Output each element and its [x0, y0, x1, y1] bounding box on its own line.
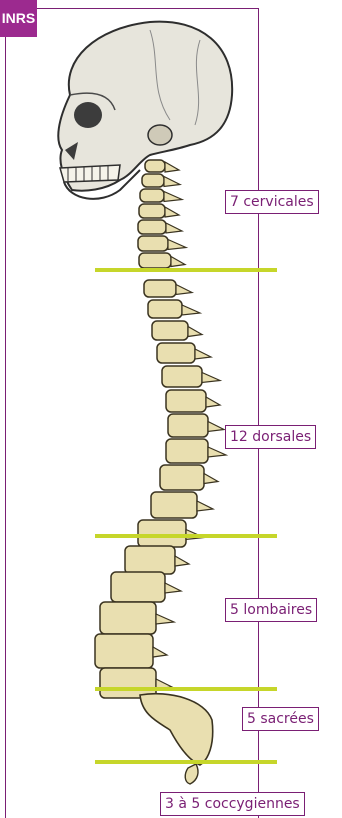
vertebra — [142, 174, 164, 187]
vertebra-process — [171, 257, 185, 267]
vertebra-process — [202, 373, 220, 383]
vertebra-process — [164, 177, 180, 187]
vertebra — [95, 634, 153, 668]
label-cervicales: 7 cervicales — [225, 190, 319, 214]
vertebra-process — [168, 240, 186, 250]
vertebra — [144, 280, 176, 297]
vertebra — [166, 390, 206, 412]
vertebra-process — [204, 474, 218, 484]
vertebra — [160, 465, 204, 490]
divider-cervical-dorsal — [95, 268, 277, 272]
divider-sacral-coccyx — [95, 760, 277, 764]
coccyx — [185, 764, 198, 784]
label-coccygiennes: 3 à 5 coccygiennes — [160, 792, 305, 816]
vertebra — [168, 414, 208, 437]
vertebra — [100, 602, 156, 634]
vertebra — [125, 546, 175, 574]
vertebra — [162, 366, 202, 387]
vertebra — [166, 439, 208, 463]
vertebra-process — [176, 285, 192, 295]
vertebra-process — [166, 223, 182, 233]
vertebra-process — [165, 583, 181, 593]
vertebra — [152, 321, 188, 340]
vertebra-process — [175, 556, 189, 566]
label-dorsales: 12 dorsales — [225, 425, 316, 449]
vertebra — [151, 492, 197, 518]
vertebra-process — [182, 305, 200, 315]
vertebra-process — [206, 397, 220, 407]
divider-lumbar-sacral — [95, 687, 277, 691]
vertebra — [145, 160, 165, 172]
vertebra — [157, 343, 195, 363]
vertebra — [138, 220, 166, 234]
vertebra-process — [165, 207, 179, 217]
vertebra-process — [208, 447, 226, 457]
vertebra-process — [197, 501, 213, 511]
label-sacrees: 5 sacrées — [242, 707, 319, 731]
vertebra-process — [195, 349, 211, 359]
vertebra — [148, 300, 182, 318]
vertebra — [140, 189, 164, 202]
vertebra-process — [164, 192, 182, 202]
label-lombaires: 5 lombaires — [225, 598, 317, 622]
vertebra-process — [165, 162, 179, 172]
vertebra-process — [153, 647, 167, 657]
vertebra-process — [188, 327, 202, 337]
divider-dorsal-lumbar — [95, 534, 277, 538]
vertebra-process — [156, 614, 174, 624]
vertebra — [139, 204, 165, 218]
vertebra — [138, 236, 168, 251]
sacrum — [140, 694, 213, 765]
vertebra — [139, 253, 171, 268]
skull — [58, 22, 232, 199]
vertebra-process — [208, 422, 224, 432]
vertebra — [111, 572, 165, 602]
